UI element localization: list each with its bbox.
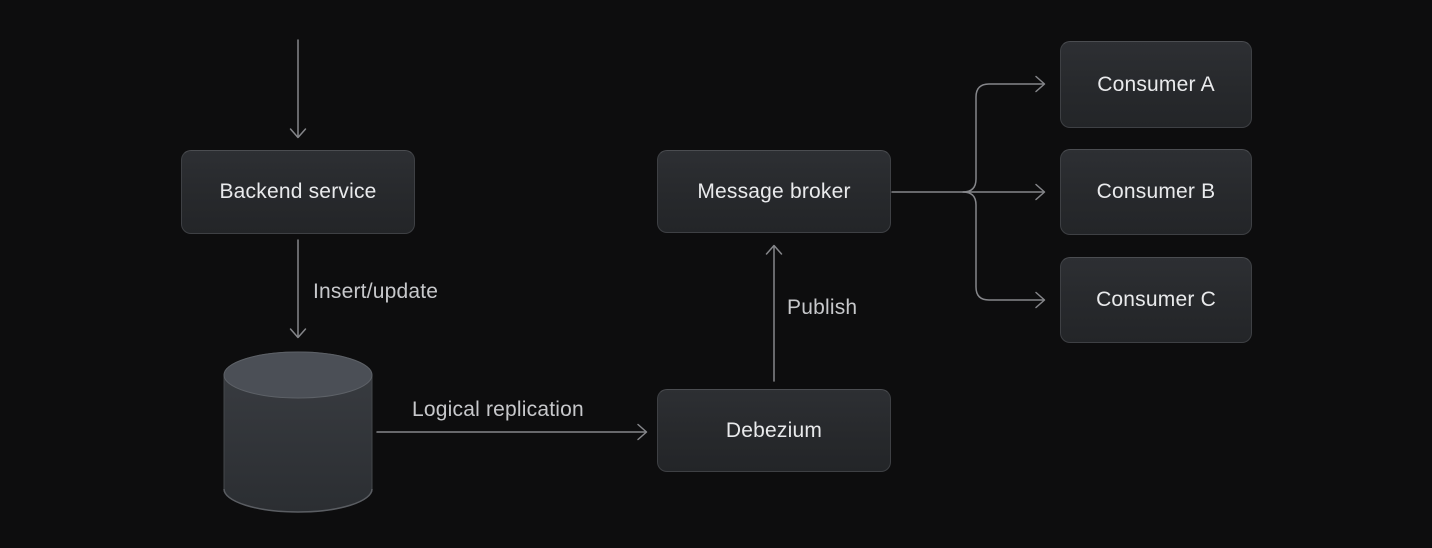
database-cylinder-icon bbox=[223, 351, 373, 513]
node-message-broker: Message broker bbox=[657, 150, 891, 233]
arrowhead-right-icon bbox=[1035, 183, 1046, 201]
node-backend-service: Backend service bbox=[181, 150, 415, 234]
node-debezium: Debezium bbox=[657, 389, 891, 472]
node-label: Consumer A bbox=[1097, 72, 1215, 96]
edge-database-to-debezium bbox=[376, 423, 648, 441]
node-label: Consumer C bbox=[1096, 288, 1216, 311]
edge-label-publish: Publish bbox=[787, 296, 858, 319]
edge-broker-to-consumers bbox=[891, 75, 1046, 309]
node-label: Debezium bbox=[725, 418, 823, 442]
node-label: Message broker bbox=[697, 179, 851, 203]
edge-debezium-to-broker bbox=[765, 244, 783, 382]
arrowhead-up-icon bbox=[765, 244, 783, 255]
arrowhead-down-icon bbox=[289, 128, 307, 139]
node-consumer-a: Consumer A bbox=[1060, 41, 1252, 128]
edge-start-to-backend bbox=[289, 39, 307, 139]
arrowhead-right-icon bbox=[1035, 75, 1046, 93]
node-label: Backend service bbox=[219, 180, 377, 203]
arrowhead-right-icon bbox=[637, 423, 648, 441]
edge-label-logical-replication: Logical replication bbox=[412, 398, 584, 421]
arrowhead-down-icon bbox=[289, 328, 307, 339]
node-consumer-c: Consumer C bbox=[1060, 257, 1252, 343]
node-label: Consumer B bbox=[1096, 180, 1216, 203]
arrowhead-right-icon bbox=[1035, 291, 1046, 309]
edge-label-insert-update: Insert/update bbox=[313, 280, 439, 303]
edge-backend-to-database bbox=[289, 239, 307, 339]
node-consumer-b: Consumer B bbox=[1060, 149, 1252, 235]
